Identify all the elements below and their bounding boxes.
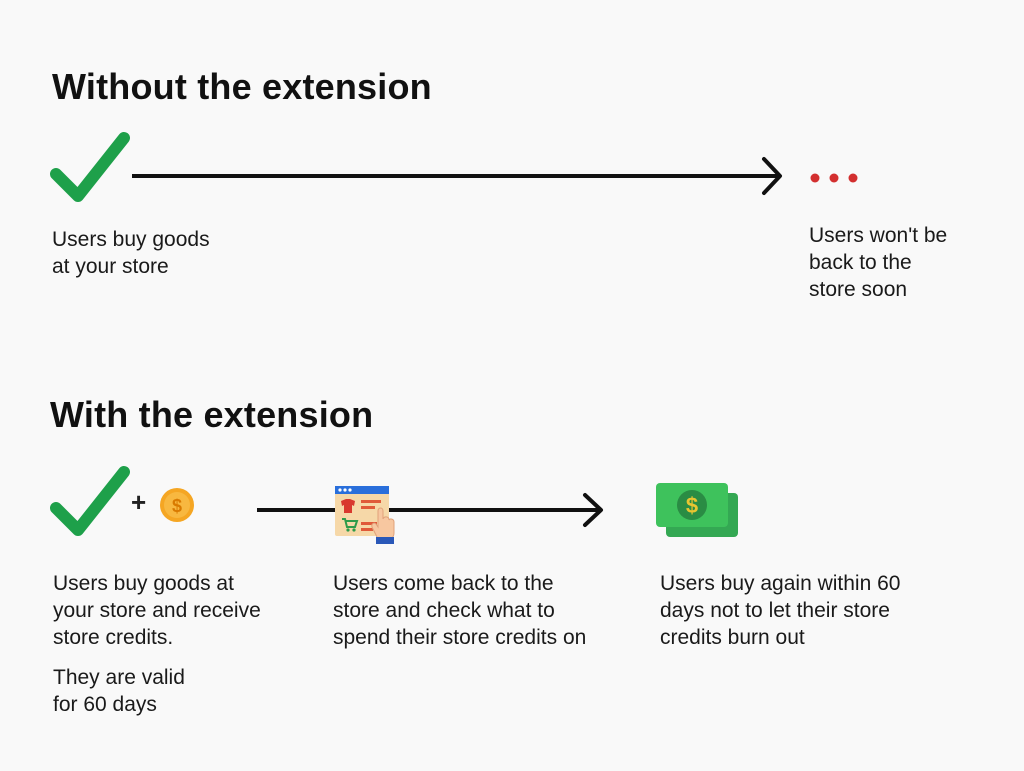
caption-line: for 60 days <box>53 693 157 716</box>
caption-line: Users buy goods at <box>53 572 234 595</box>
flow-arrow <box>255 492 607 528</box>
check-icon <box>50 130 130 206</box>
caption-line: credits burn out <box>660 626 805 649</box>
caption-line: your store and receive <box>53 599 261 622</box>
caption-line: Users buy again within 60 <box>660 572 901 595</box>
online-shop-icon <box>334 485 396 545</box>
plus-sign: + <box>131 487 147 517</box>
caption-line: back to the <box>809 251 912 274</box>
start-caption: Users buy goods at your store <box>52 226 210 280</box>
flow-arrow <box>130 156 786 196</box>
coin-icon: $ <box>159 487 195 523</box>
step1-caption: Users buy goods at your store and receiv… <box>53 570 261 651</box>
ellipsis-icon <box>808 171 864 185</box>
caption-line: store credits. <box>53 626 174 649</box>
caption-line: They are valid <box>53 666 185 689</box>
caption-line: at your store <box>52 255 169 278</box>
caption-line: store soon <box>809 278 908 301</box>
check-icon <box>50 464 130 540</box>
caption-line: days not to let their store <box>660 599 890 622</box>
end-caption: Users won't be back to the store soon <box>809 222 947 303</box>
step1-note: They are valid for 60 days <box>53 664 185 718</box>
caption-line: Users come back to the <box>333 572 554 595</box>
svg-text:$: $ <box>686 493 698 518</box>
caption-line: spend their store credits on <box>333 626 587 649</box>
caption-line: Users won't be <box>809 224 948 247</box>
section-with-title: With the extension <box>50 394 374 435</box>
caption-line: store and check what to <box>333 599 555 622</box>
caption-line: Users buy goods <box>52 228 210 251</box>
banknote-icon: $ <box>654 481 740 539</box>
section-without-title: Without the extension <box>52 66 432 107</box>
step3-caption: Users buy again within 60 days not to le… <box>660 570 900 651</box>
svg-text:$: $ <box>172 496 182 516</box>
step2-caption: Users come back to the store and check w… <box>333 570 586 651</box>
